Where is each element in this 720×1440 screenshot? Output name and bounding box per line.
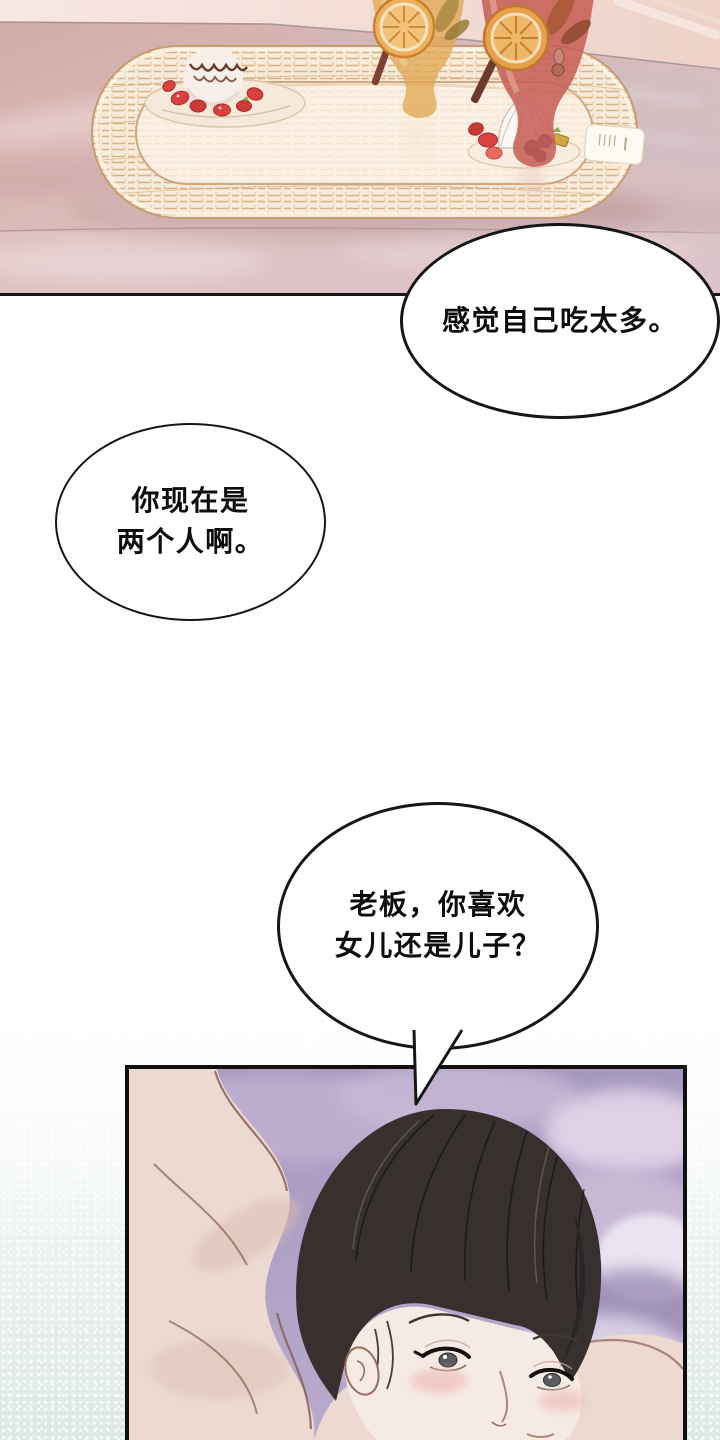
man-head-illustration xyxy=(296,1109,602,1440)
speech-text-line1: 你现在是 xyxy=(131,485,250,517)
cloud xyxy=(339,1069,579,1132)
blush xyxy=(411,1369,467,1393)
hair-side xyxy=(559,1209,586,1369)
speech-bubble-1: 感觉自己吃太多。 xyxy=(400,223,720,419)
strawberry-dessert-illustration xyxy=(144,47,306,128)
cloud xyxy=(544,1089,683,1173)
eyebrow-right xyxy=(532,1333,580,1344)
nostril xyxy=(491,1421,507,1427)
floating-tray-illustration xyxy=(91,45,645,219)
panel-pool-scene xyxy=(0,0,720,296)
speech-bubble-2: 你现在是 两个人啊。 xyxy=(55,423,326,621)
pool-scene-illustration xyxy=(0,0,720,293)
nose xyxy=(499,1370,508,1423)
ear xyxy=(344,1346,380,1396)
drink-red-illustration xyxy=(470,0,594,195)
face xyxy=(344,1306,582,1440)
eyebrow-left xyxy=(408,1313,470,1325)
shoulder-arm-skin xyxy=(129,1069,315,1440)
cutlery-napkin-illustration xyxy=(583,123,645,165)
hair-highlights xyxy=(352,1120,550,1284)
drink-yellow-illustration xyxy=(371,0,470,160)
speech-text-line2: 两个人啊。 xyxy=(116,526,265,557)
right-eye xyxy=(529,1360,574,1391)
speech-bubble-3: 老板，你喜欢 女儿还是儿子？ xyxy=(277,802,599,1050)
speech-text-line1: 老板，你喜欢 xyxy=(349,889,527,921)
speech-text-line2: 女儿还是儿子？ xyxy=(334,930,542,961)
mouth xyxy=(526,1433,555,1438)
speech-bubble-tail xyxy=(412,1029,464,1106)
blush xyxy=(539,1390,587,1412)
man-portrait-illustration xyxy=(129,1069,683,1440)
hair-strands xyxy=(355,1114,585,1320)
speech-text: 感觉自己吃太多。 xyxy=(441,304,678,336)
panel-man-portrait xyxy=(125,1065,687,1440)
